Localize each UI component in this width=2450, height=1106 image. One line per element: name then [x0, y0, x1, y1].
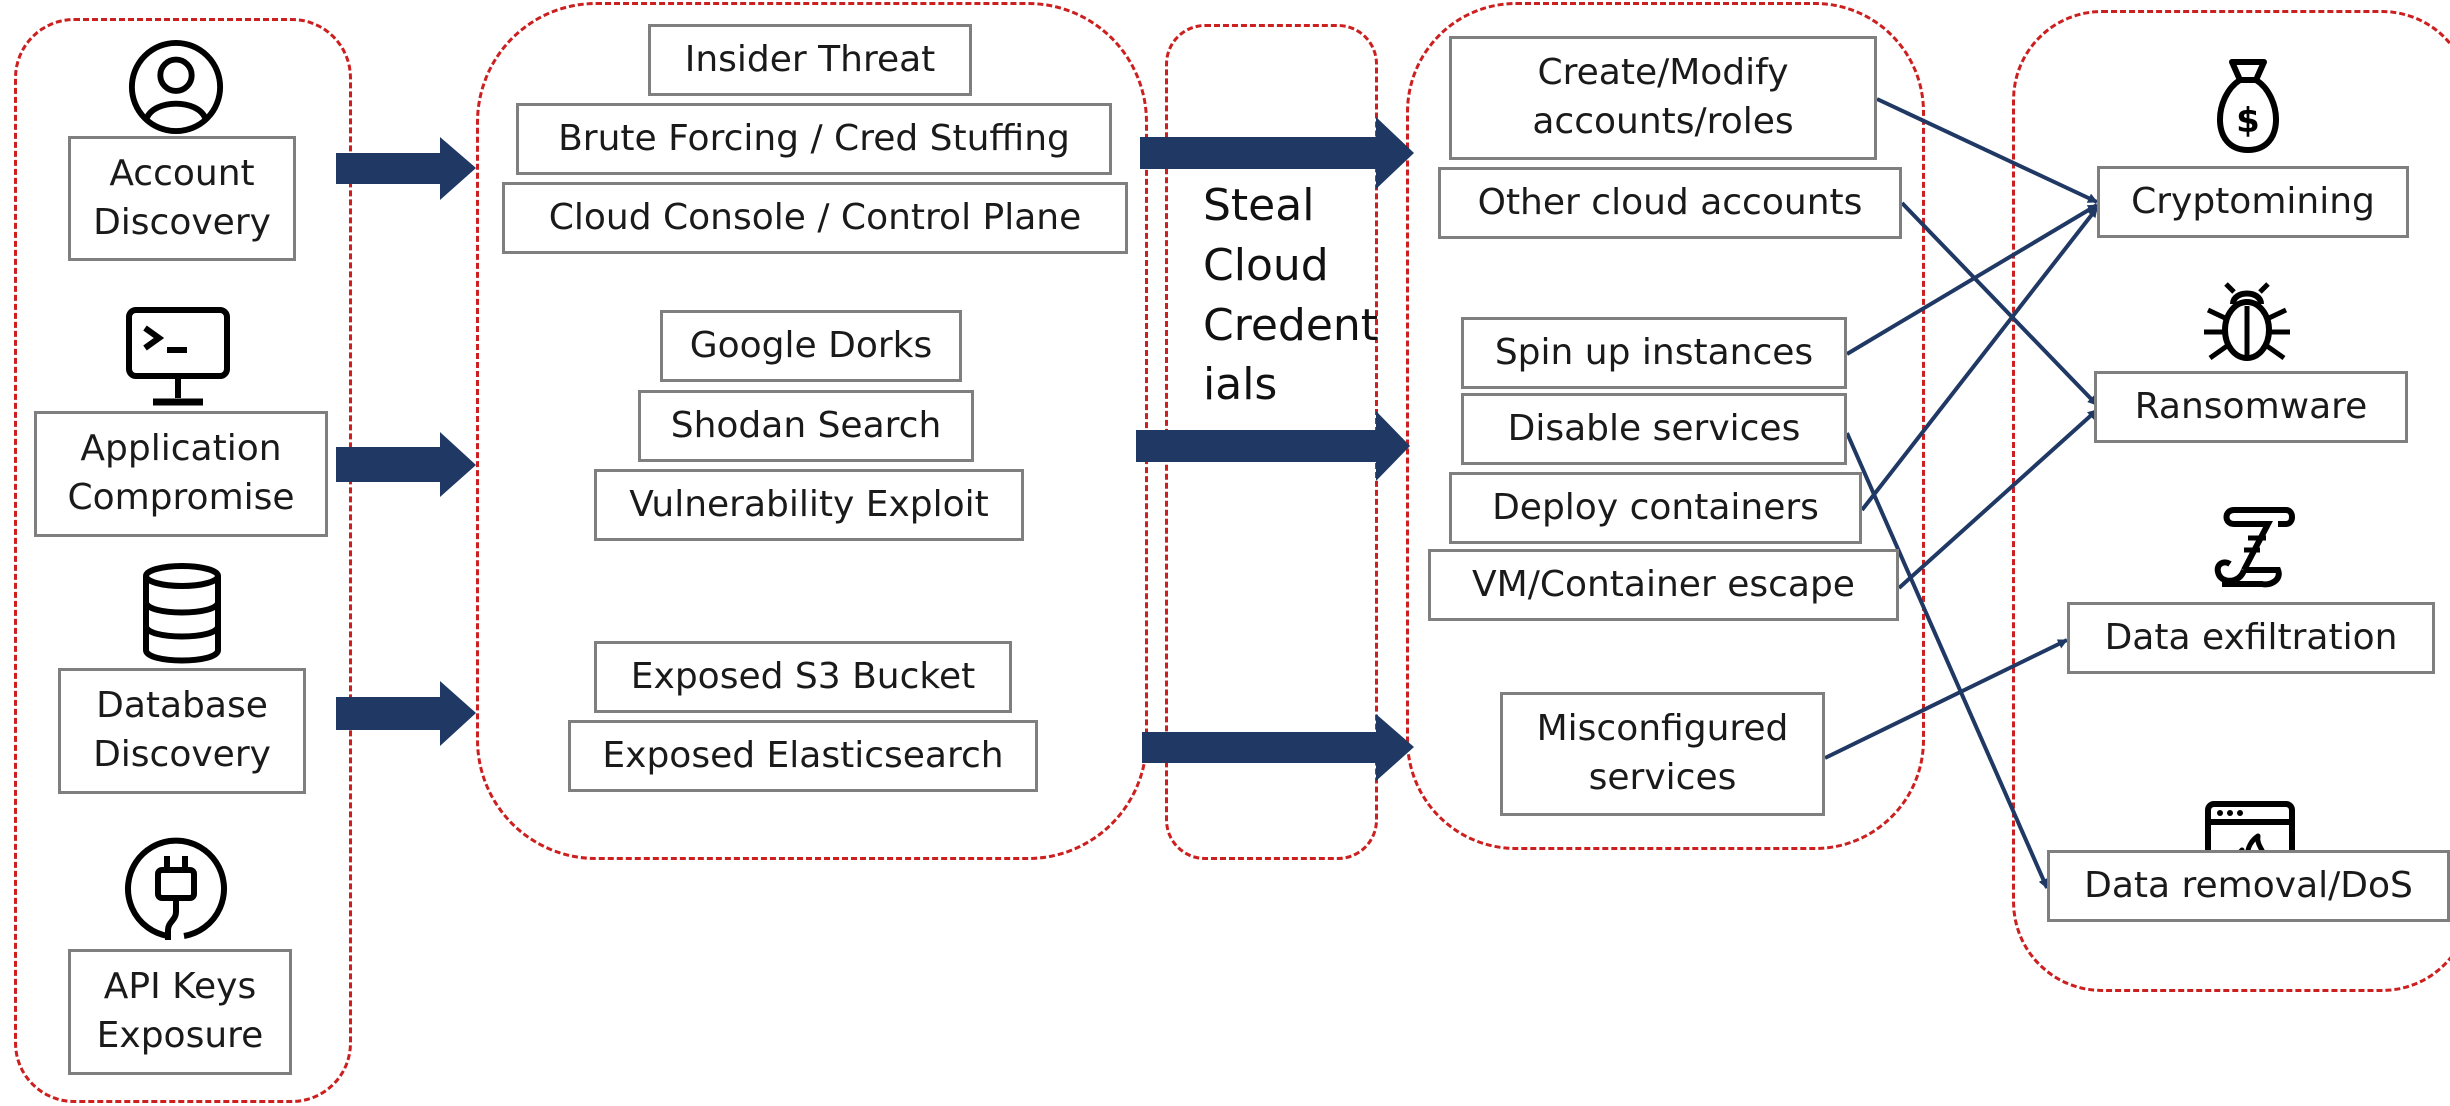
cloud-console-box: Cloud Console / Control Plane: [502, 182, 1128, 254]
deploy-containers-box: Deploy containers: [1449, 472, 1862, 544]
steal-cloud-credentials-label: Steal Cloud Credent ials: [1203, 180, 1379, 411]
create-modify-accounts-box: Create/Modify accounts/roles: [1449, 36, 1877, 160]
block-arrow-vuln: [1136, 411, 1410, 481]
actions-panel: [1406, 2, 1925, 850]
power-plug-icon: [125, 837, 227, 940]
block-arrow-database: [336, 681, 476, 746]
sources-panel: [14, 18, 352, 1103]
database-discovery-box: Database Discovery: [58, 668, 306, 794]
block-arrow-account: [336, 137, 476, 200]
ransomware-box: Ransomware: [2094, 371, 2408, 443]
shodan-search-box: Shodan Search: [638, 390, 974, 462]
bug-icon: [2204, 282, 2290, 361]
money-bag-icon: $: [2217, 59, 2279, 154]
impacts-panel: [2012, 10, 2450, 992]
connector-other-to-ransomware: [1900, 201, 2099, 407]
data-exfiltration-box: Data exfiltration: [2067, 602, 2435, 674]
database-icon: [143, 563, 221, 664]
cryptomining-box: Cryptomining: [2097, 166, 2409, 238]
connector-escape-to-ransomware: [1897, 408, 2099, 590]
misconfigured-services-box: Misconfigured services: [1500, 692, 1825, 816]
svg-text:$: $: [2236, 101, 2260, 141]
brute-forcing-box: Brute Forcing / Cred Stuffing: [516, 103, 1112, 175]
block-arrow-elastic: [1142, 714, 1414, 781]
scroll-icon: [2214, 507, 2295, 588]
insider-threat-box: Insider Threat: [648, 24, 972, 96]
spin-up-instances-box: Spin up instances: [1461, 317, 1847, 389]
connector-spin-to-cryptomining: [1845, 203, 2099, 356]
block-arrow-brute: [1140, 117, 1414, 189]
connector-disable-to-data-removal: [1845, 432, 2049, 889]
account-discovery-box: Account Discovery: [68, 136, 296, 261]
exposed-elasticsearch-box: Exposed Elasticsearch: [568, 720, 1038, 792]
api-keys-exposure-box: API Keys Exposure: [68, 949, 292, 1075]
data-removal-dos-box: Data removal/DoS: [2047, 850, 2450, 922]
vulnerability-exploit-box: Vulnerability Exploit: [594, 469, 1024, 541]
connector-deploy-to-cryptomining: [1860, 206, 2099, 512]
vm-container-escape-box: VM/Container escape: [1428, 549, 1899, 621]
connector-create-to-cryptomining: [1876, 97, 2098, 204]
monitor-terminal-icon: [126, 307, 230, 406]
connector-misconfigured-to-exfiltration: [1824, 638, 2068, 760]
other-cloud-accounts-box: Other cloud accounts: [1438, 167, 1902, 239]
exposed-s3-bucket-box: Exposed S3 Bucket: [594, 641, 1012, 713]
google-dorks-box: Google Dorks: [660, 310, 962, 382]
disable-services-box: Disable services: [1461, 393, 1847, 465]
block-arrow-application: [336, 432, 476, 497]
application-compromise-box: Application Compromise: [34, 411, 328, 537]
user-icon: [128, 39, 224, 135]
